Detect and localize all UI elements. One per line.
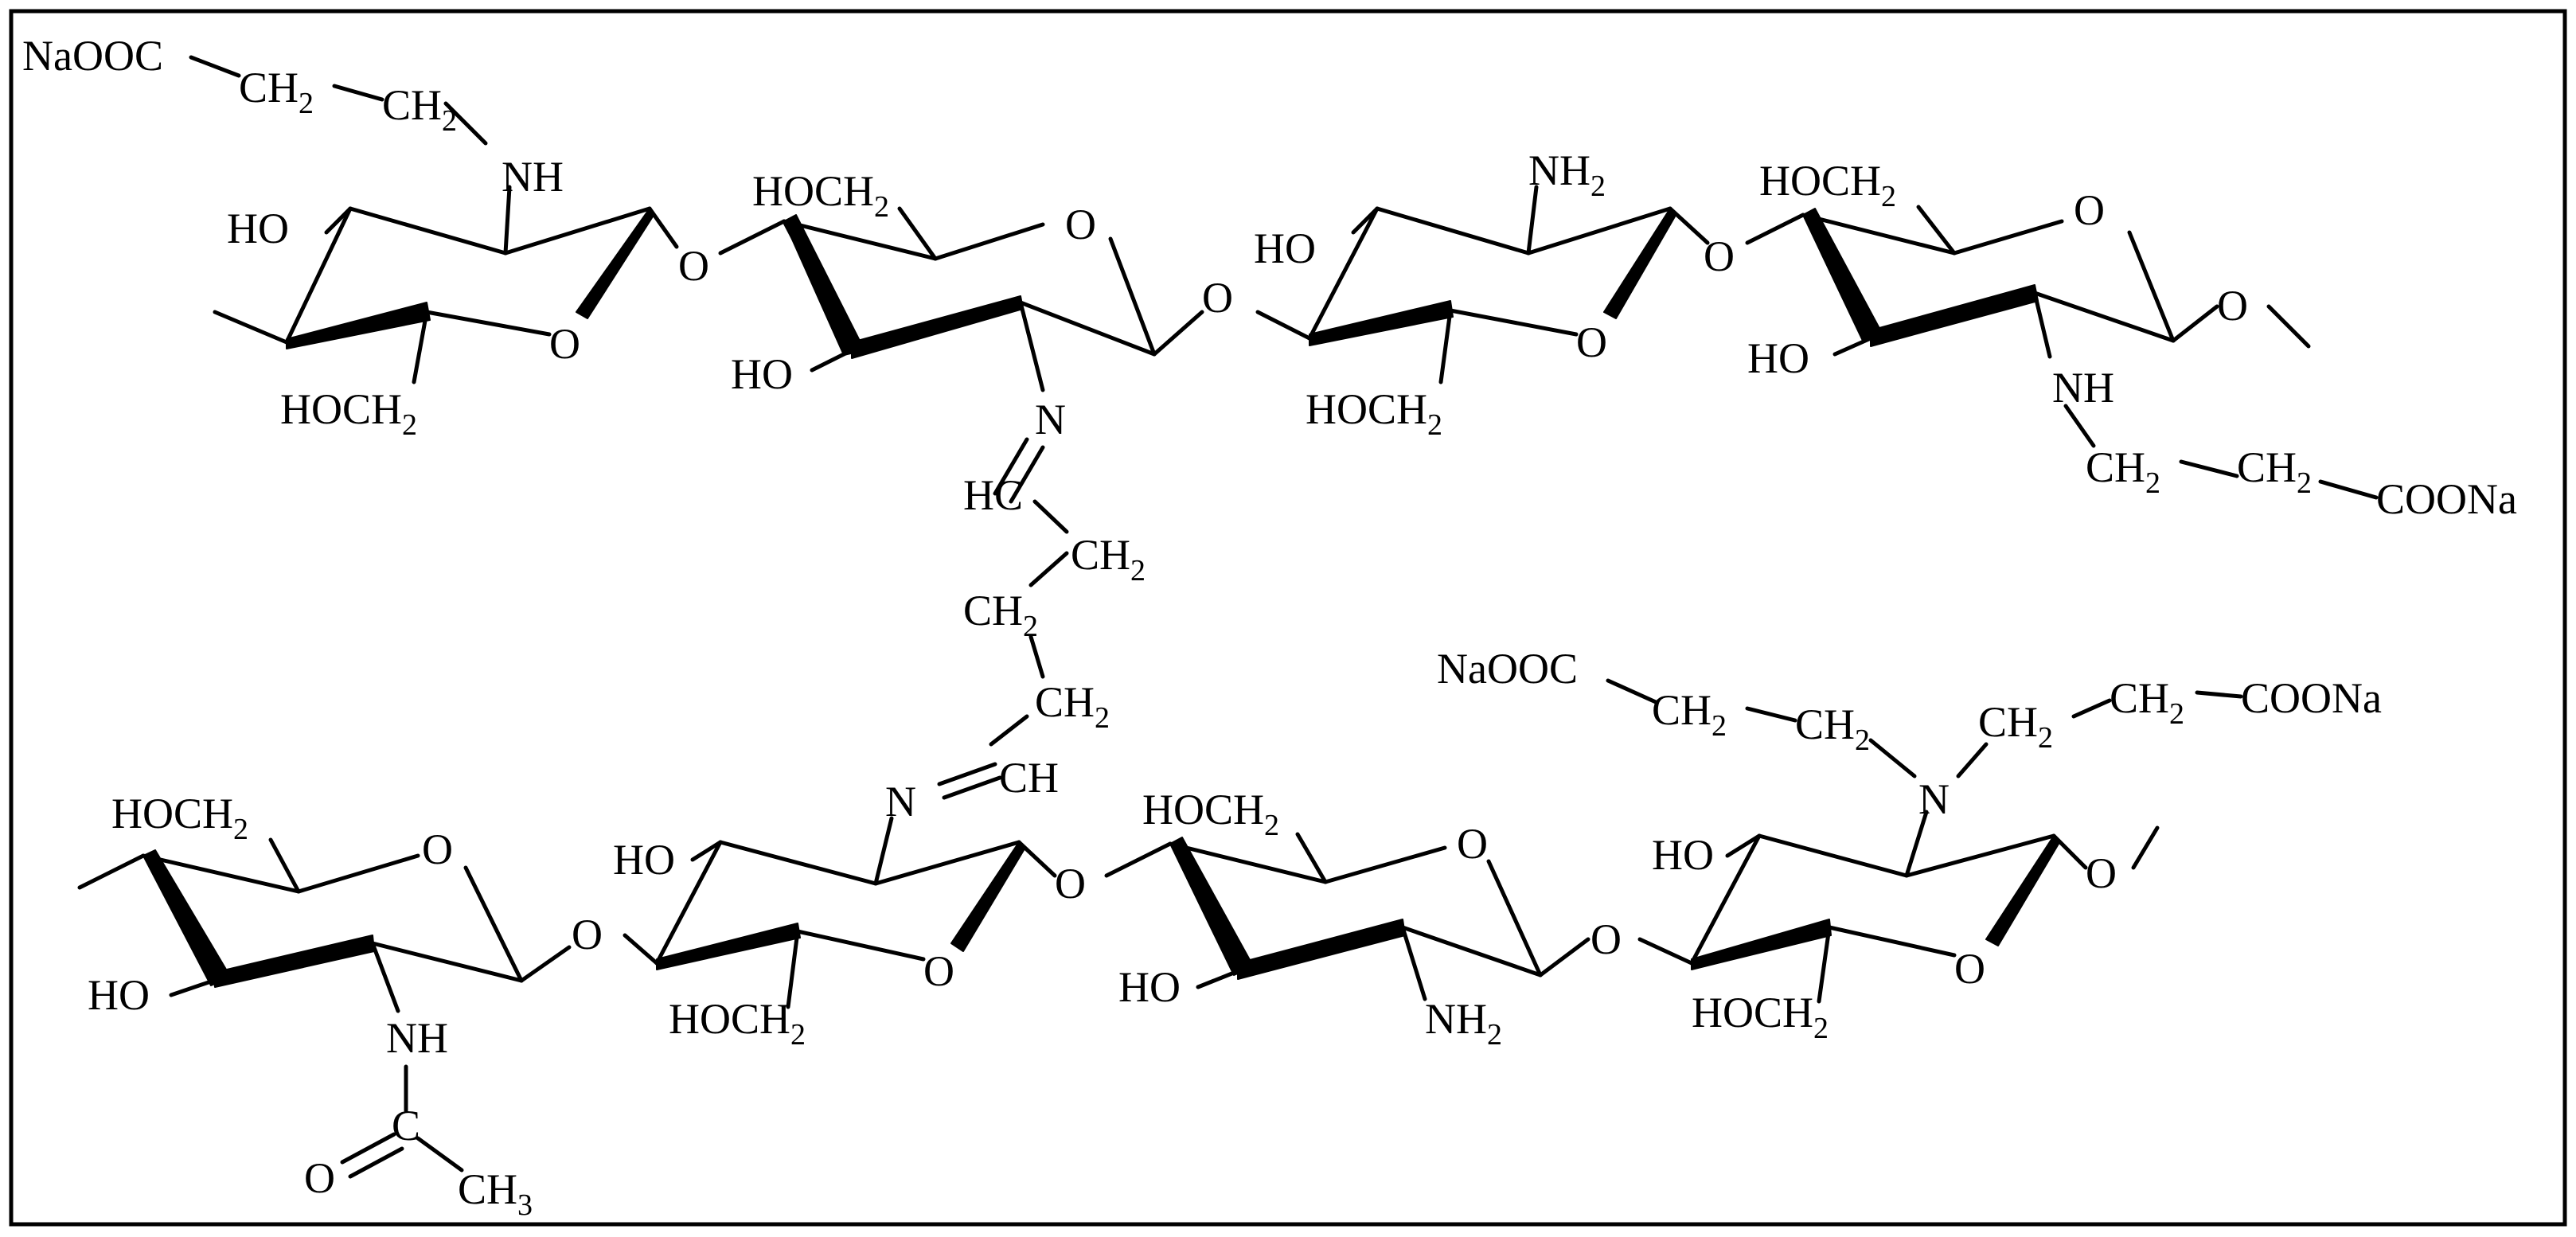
label-naooc-mid: NaOOC	[1437, 645, 1578, 693]
label-o-ring-1: O	[549, 320, 580, 368]
label-o-ring-4: O	[2074, 186, 2105, 234]
label-coona-1: COONa	[2376, 475, 2517, 523]
label-ch2-b: CH2	[382, 81, 457, 138]
label-nh-1: NH	[502, 153, 564, 201]
label-ch2-k: CH2	[2110, 674, 2184, 731]
label-hoch2-2: HOCH2	[752, 167, 889, 224]
label-o-ring-2: O	[1065, 201, 1096, 248]
acetamide-group	[340, 1064, 464, 1179]
label-ho-4: HO	[1747, 334, 1809, 382]
label-ho-5: HO	[88, 971, 150, 1019]
label-o-ring-8: O	[1954, 945, 1985, 993]
top-left-sidechain	[189, 55, 488, 146]
label-o-link-4: O	[572, 911, 603, 958]
label-ho-3: HO	[1254, 224, 1316, 272]
label-ch2-a: CH2	[239, 64, 314, 120]
label-ch2-d: CH2	[2237, 443, 2312, 500]
label-o-link-2: O	[1202, 274, 1233, 322]
top-ring-3	[1255, 185, 1710, 384]
label-ho-2: HO	[731, 350, 793, 398]
label-ch-1: CH	[999, 754, 1059, 802]
label-nh2-2: NH2	[1425, 995, 1502, 1052]
bottom-ring-5	[77, 837, 572, 1013]
label-ho-8: HO	[1652, 831, 1714, 879]
label-ho-7: HO	[1118, 963, 1181, 1011]
label-o-ring-5: O	[422, 825, 453, 873]
label-hoch2-4: HOCH2	[1759, 157, 1896, 213]
label-ch2-g: CH2	[1035, 678, 1110, 735]
label-hoch2-1: HOCH2	[280, 385, 417, 442]
label-ch2-i: CH2	[1795, 700, 1870, 757]
label-o-carbonyl: O	[304, 1154, 335, 1202]
label-o-link-1: O	[678, 242, 709, 290]
label-n-imine-1: N	[1035, 396, 1066, 443]
label-n-imine-2: N	[885, 778, 916, 825]
crosslink-chain	[937, 437, 1069, 800]
top-ring-1	[213, 185, 679, 384]
label-n-tert: N	[1918, 775, 1950, 823]
label-ch2-f: CH2	[963, 587, 1038, 643]
bottom-ring-8	[1637, 810, 2160, 1004]
label-hoch2-3: HOCH2	[1306, 385, 1442, 442]
label-hoch2-5: HOCH2	[111, 790, 248, 846]
diagram-border	[9, 9, 2567, 1227]
label-nh2-1: NH2	[1528, 146, 1606, 203]
label-c-carbonyl: C	[392, 1102, 420, 1149]
top-right-sidechain	[2063, 404, 2379, 500]
label-hoch2-7: HOCH2	[1142, 786, 1279, 842]
label-hoch2-8: HOCH2	[1692, 989, 1829, 1045]
label-o-link-3: O	[1704, 232, 1735, 280]
label-ch3-1: CH3	[458, 1165, 533, 1222]
label-ch2-e: CH2	[1071, 531, 1146, 587]
label-o-link-6: O	[1590, 915, 1622, 963]
label-hoch2-6: HOCH2	[669, 995, 806, 1052]
label-ho-1: HO	[227, 205, 289, 252]
label-hc-1: HC	[963, 471, 1023, 519]
label-o-ring-3: O	[1576, 318, 1607, 366]
label-coona-2: COONa	[2241, 674, 2382, 722]
top-ring-2	[718, 206, 1204, 392]
label-naooc-top-left: NaOOC	[22, 32, 163, 80]
top-ring-4	[1745, 205, 2311, 359]
label-nh-3: NH	[386, 1014, 448, 1062]
label-o-ring-6: O	[923, 947, 954, 995]
label-o-end-1: O	[2217, 282, 2248, 330]
bottom-ring-7	[1104, 832, 1590, 1001]
label-ch2-j: CH2	[1978, 698, 2053, 755]
bottom-ring-6	[623, 816, 1057, 1009]
tertiary-amine-chains	[1606, 678, 2243, 778]
label-ch2-h: CH2	[1652, 686, 1727, 743]
atom-labels: NaOOC CH2 CH2 NH HO O HOCH2 O HOCH2 O HO…	[22, 32, 2517, 1222]
label-ho-6: HO	[613, 836, 675, 884]
label-o-ring-7: O	[1457, 820, 1488, 868]
label-nh-2: NH	[2052, 364, 2114, 412]
label-o-end-2: O	[2086, 849, 2117, 897]
label-ch2-c: CH2	[2086, 443, 2160, 500]
label-o-link-5: O	[1055, 860, 1086, 907]
